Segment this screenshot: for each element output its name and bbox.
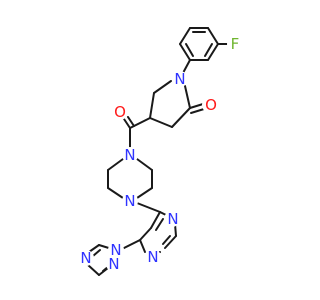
carbonyl-o-label: O: [114, 103, 126, 121]
bond: [139, 239, 146, 253]
bond: [155, 218, 164, 231]
bond: [149, 92, 155, 119]
pyrimidine-nitrogen-1: N: [164, 210, 180, 228]
bond: [179, 43, 191, 61]
bond: [182, 59, 191, 74]
bond: [207, 27, 219, 45]
bond: [204, 43, 213, 57]
bond: [150, 211, 161, 229]
lactam-oxygen: O: [202, 96, 218, 114]
bond: [136, 202, 161, 213]
pyrrolidinone-nitrogen: N: [172, 70, 188, 88]
pyrrolidinone-n-label: N: [174, 70, 185, 88]
atom-labels: F N O O N N N N: [78, 35, 241, 273]
triazole-nitrogen-3: N: [106, 255, 122, 273]
bond: [162, 235, 171, 245]
molecule-structure: F N O O N N N N: [78, 27, 241, 276]
piperazine-n-bottom-label: N: [124, 192, 135, 210]
pyrimidine-n2-label: N: [147, 248, 158, 266]
bond: [88, 244, 100, 253]
piperazine-nitrogen-bottom: N: [122, 192, 138, 210]
triazole-nitrogen-1: N: [108, 241, 124, 259]
bond: [139, 227, 152, 241]
lactam-o-label: O: [205, 96, 217, 114]
triazole-n3-label: N: [108, 255, 119, 273]
bond: [127, 116, 135, 127]
pyrimidine-n1-label: N: [167, 210, 178, 228]
bond: [107, 187, 124, 199]
bond: [179, 27, 191, 45]
bond: [123, 118, 131, 129]
bonds: [87, 27, 229, 276]
pyrimidine-nitrogen-2: N: [145, 248, 161, 266]
triazole-nitrogen-2: N: [78, 249, 94, 267]
triazole-n2-label: N: [80, 249, 91, 267]
fluorine-atom: F: [227, 35, 241, 53]
bond: [184, 85, 191, 109]
triazole-n1-label: N: [110, 241, 121, 259]
bond: [190, 108, 205, 114]
piperazine-n-top-label: N: [124, 146, 135, 164]
bond: [153, 80, 172, 94]
bond: [87, 264, 100, 276]
bond: [136, 187, 153, 199]
bond: [171, 107, 191, 128]
fluorine-label: F: [231, 35, 240, 53]
piperazine-nitrogen-top: N: [122, 146, 138, 164]
bond: [164, 235, 177, 249]
bond: [136, 158, 153, 171]
bond: [92, 249, 101, 257]
bond: [149, 117, 173, 128]
bond: [207, 43, 219, 61]
bond: [185, 43, 194, 57]
bond: [107, 158, 124, 171]
bond: [189, 103, 204, 109]
carbonyl-oxygen: O: [112, 103, 128, 121]
